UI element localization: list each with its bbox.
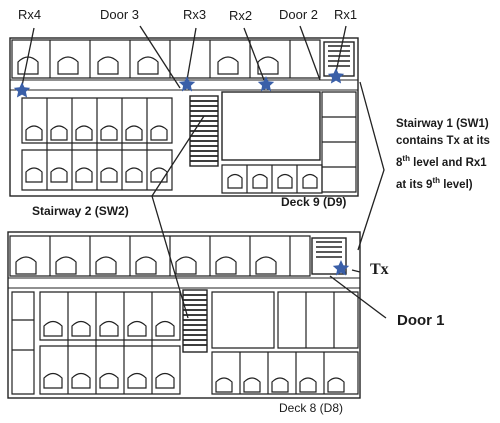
deck9-top-cabins (11, 39, 321, 79)
rx1-star-icon (327, 68, 345, 84)
stairway1-note: Stairway 1 (SW1) contains Tx at its 8th … (396, 116, 500, 194)
deck8-corridor (7, 277, 361, 289)
deck9-stairway2 (189, 95, 219, 167)
stairway2-link-b (151, 195, 189, 319)
deck8-left-cabins (11, 291, 181, 395)
door1-leader (329, 275, 387, 319)
rx1-leader (335, 25, 347, 73)
note-part1: Stairway 1 (SW1) contains Tx at its 8 (396, 118, 490, 169)
rx4-leader (21, 27, 35, 87)
deck9-left-cabins (21, 97, 173, 191)
deck8-plan (7, 231, 361, 399)
note-sup1: th (402, 154, 410, 163)
note-sup2: th (432, 175, 440, 185)
deck8-stairway1 (311, 237, 347, 275)
rx3-leader (186, 27, 197, 81)
deck8-outline (7, 231, 361, 399)
tx-leader (351, 269, 361, 273)
deck8-stairway2 (182, 289, 208, 353)
deck8-right-cabins (211, 291, 359, 395)
door2-leader (299, 25, 321, 81)
deck9-outline (9, 37, 359, 197)
deck8-top-cabins (9, 235, 311, 277)
door3-label: Door 3 (100, 7, 140, 22)
stairway2-link-a (151, 115, 205, 197)
deck9-label: Deck 9 (D9) (281, 195, 347, 209)
rx3-label: Rx3 (183, 7, 207, 22)
deck9-right-cabins (221, 91, 357, 194)
door1-label: Door 1 (397, 312, 445, 329)
deck8-label: Deck 8 (D8) (279, 401, 344, 415)
note-part3: level) (440, 178, 473, 191)
stairway2-label: Stairway 2 (SW2) (32, 204, 129, 218)
tx-label: Tx (370, 261, 389, 278)
deck9-plan (9, 37, 359, 197)
stairway1-bracket (357, 81, 385, 251)
tx-star-icon (332, 260, 350, 276)
note-part2: level and Rx1 at its 9 (396, 156, 487, 191)
deck9-hall (221, 91, 321, 161)
rx4-label: Rx4 (18, 7, 42, 22)
leader-lines (21, 25, 387, 319)
door2-label: Door 2 (279, 7, 319, 22)
rx3-star-icon (178, 76, 196, 92)
rx2-label: Rx2 (229, 8, 253, 23)
door3-leader (139, 25, 181, 89)
rx2-leader (243, 27, 265, 81)
rx4-star-icon (13, 82, 31, 98)
rx2-star-icon (257, 76, 275, 92)
markers (13, 68, 350, 276)
rx1-label: Rx1 (334, 7, 358, 22)
